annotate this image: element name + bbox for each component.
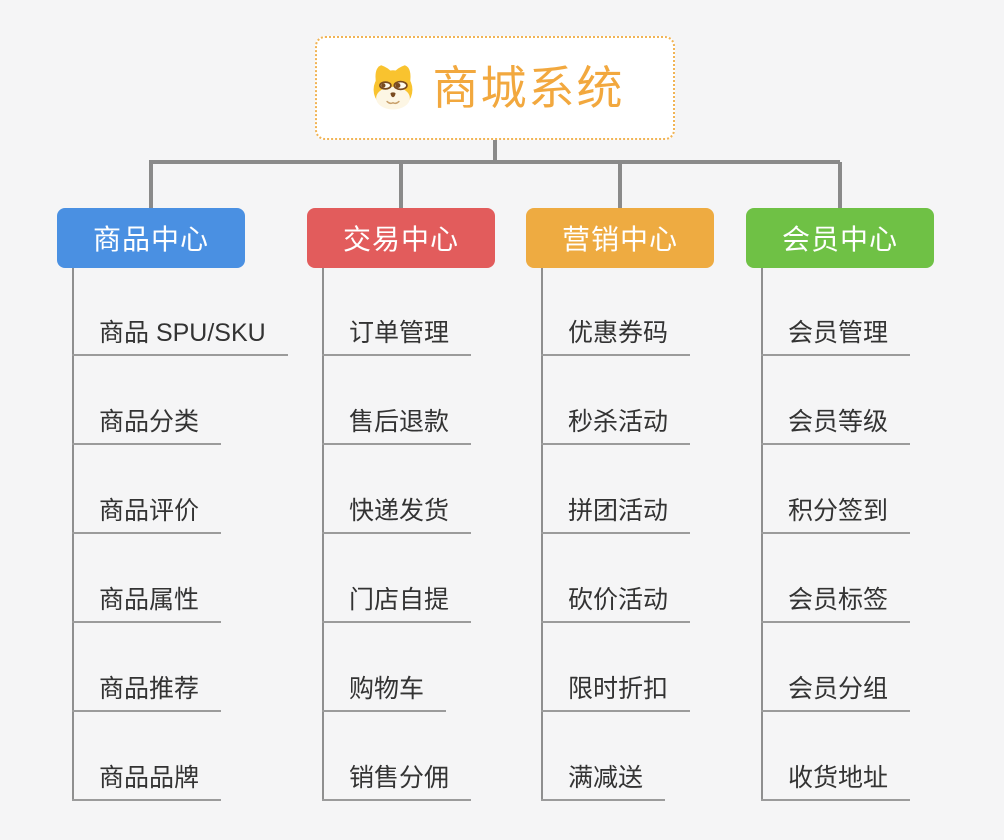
leaf-item[interactable]: 商品 SPU/SKU	[72, 317, 288, 356]
leaf-item[interactable]: 售后退款	[322, 406, 472, 445]
connector-drop-marketing	[618, 162, 622, 208]
branch-header-member[interactable]: 会员中心	[746, 208, 934, 268]
leaf-item[interactable]: 限时折扣	[541, 673, 691, 712]
connector-root-stem	[493, 138, 497, 162]
leaf-item[interactable]: 商品推荐	[72, 673, 222, 712]
leaf-item[interactable]: 销售分佣	[322, 762, 472, 801]
root-node-mall-system[interactable]: 商城系统	[315, 36, 675, 140]
leaf-item[interactable]: 快递发货	[322, 495, 472, 534]
leaf-item[interactable]: 订单管理	[322, 317, 472, 356]
connector-drop-product	[149, 162, 153, 208]
connector-rail	[149, 160, 840, 164]
branch-vline-member	[761, 268, 763, 801]
root-title: 商城系统	[432, 62, 625, 114]
leaf-item[interactable]: 满减送	[541, 762, 666, 801]
leaf-item[interactable]: 砍价活动	[541, 584, 691, 623]
branch-header-trade[interactable]: 交易中心	[307, 208, 495, 268]
dog-face-icon	[373, 65, 412, 110]
connector-drop-trade	[399, 162, 403, 208]
leaf-item[interactable]: 门店自提	[322, 584, 472, 623]
leaf-item[interactable]: 收货地址	[761, 762, 911, 801]
leaf-item[interactable]: 拼团活动	[541, 495, 691, 534]
branch-vline-marketing	[541, 268, 543, 801]
leaf-item[interactable]: 积分签到	[761, 495, 911, 534]
leaf-item[interactable]: 优惠券码	[541, 317, 691, 356]
branch-column-member: 会员中心 会员管理 会员等级 积分签到 会员标签 会员分组 收货地址	[746, 0, 1004, 840]
leaf-item[interactable]: 商品品牌	[72, 762, 222, 801]
leaf-item[interactable]: 商品评价	[72, 495, 222, 534]
leaf-item[interactable]: 会员等级	[761, 406, 911, 445]
leaf-item[interactable]: 会员标签	[761, 584, 911, 623]
branch-column-marketing: 营销中心 优惠券码 秒杀活动 拼团活动 砍价活动 限时折扣 满减送	[526, 0, 786, 840]
connector-drop-member	[838, 162, 842, 208]
leaf-item[interactable]: 会员管理	[761, 317, 911, 356]
branch-column-trade: 交易中心 订单管理 售后退款 快递发货 门店自提 购物车 销售分佣	[307, 0, 567, 840]
branch-column-product: 商品中心 商品 SPU/SKU 商品分类 商品评价 商品属性 商品推荐 商品品牌	[57, 0, 317, 840]
leaf-item[interactable]: 商品属性	[72, 584, 222, 623]
leaf-item[interactable]: 会员分组	[761, 673, 911, 712]
leaf-item[interactable]: 商品分类	[72, 406, 222, 445]
leaf-item[interactable]: 秒杀活动	[541, 406, 691, 445]
branch-header-marketing[interactable]: 营销中心	[526, 208, 714, 268]
branch-vline-trade	[322, 268, 324, 801]
leaf-item[interactable]: 购物车	[322, 673, 447, 712]
branch-vline-product	[72, 268, 74, 801]
branch-header-product[interactable]: 商品中心	[57, 208, 245, 268]
